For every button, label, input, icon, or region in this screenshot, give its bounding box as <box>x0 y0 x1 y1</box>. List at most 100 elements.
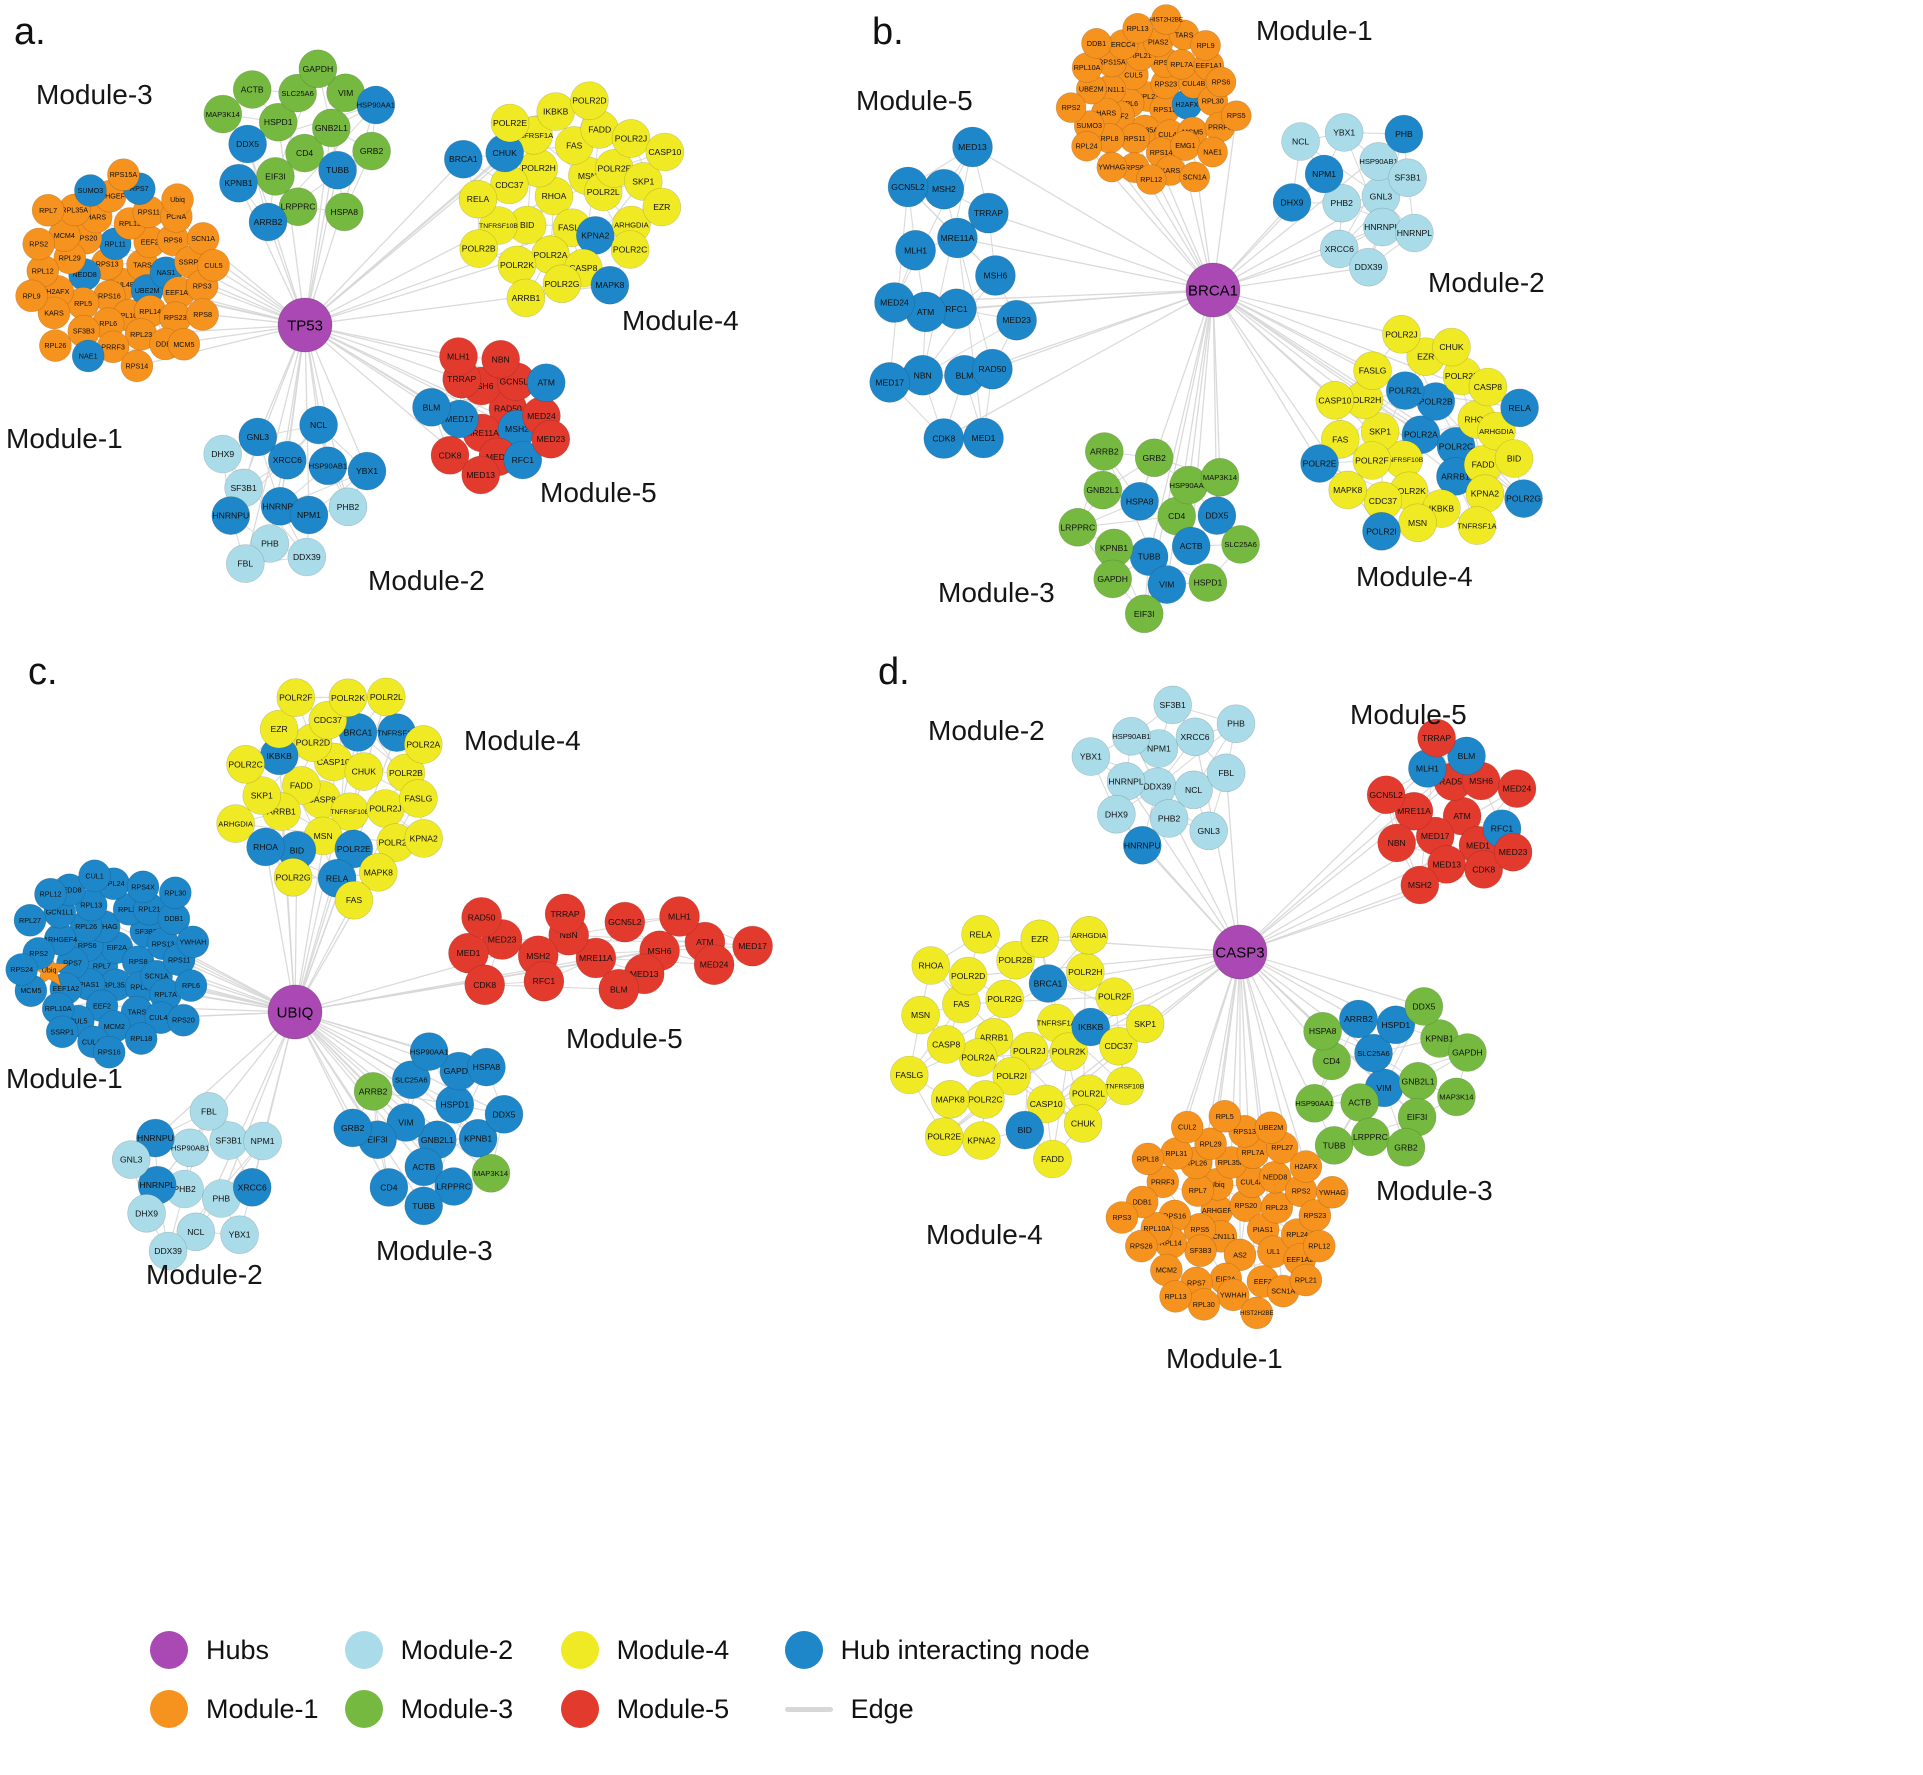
node-label: ARHGEF <box>95 192 126 201</box>
node-label: LRPPRC <box>281 202 316 212</box>
network-node <box>1058 507 1098 547</box>
network-node <box>186 298 219 331</box>
node-label: POLR2E <box>337 844 371 854</box>
node-label: POLR2F <box>597 163 630 173</box>
network-node <box>324 192 364 232</box>
node-label: RPS2 <box>1292 1187 1311 1196</box>
network-node <box>610 230 650 269</box>
node-label: RPS3 <box>1113 1213 1132 1222</box>
node-label: CASP10 <box>317 757 350 767</box>
network-node <box>590 265 630 305</box>
legend-label: Module-5 <box>616 1693 730 1724</box>
node-label: NPM1 <box>1147 744 1171 754</box>
node-label: RELA <box>1508 403 1531 413</box>
network-node <box>1105 1066 1145 1106</box>
node-label: SKP1 <box>1134 1019 1156 1029</box>
node-label: PRRF3 <box>101 342 125 351</box>
module-label: Module-2 <box>1428 267 1545 298</box>
node-label: RPL29 <box>59 254 81 263</box>
network-node <box>1171 526 1211 566</box>
module-label: Module-4 <box>926 1219 1043 1250</box>
node-label: RPL10A <box>1143 1224 1170 1233</box>
node-label: RPL26 <box>44 341 66 350</box>
node-label: VIM <box>1376 1083 1391 1093</box>
node-label: YWHAG <box>1319 1188 1347 1197</box>
network-node <box>887 166 929 208</box>
node-label: H2AFX <box>1175 100 1198 109</box>
network-node <box>458 1119 498 1158</box>
node-label: RPL5 <box>1216 1112 1234 1121</box>
node-label: UBE2M <box>1259 1123 1284 1132</box>
node-label: KPNA2 <box>967 1136 995 1146</box>
network-node <box>1385 371 1425 410</box>
network-node <box>1404 987 1444 1026</box>
node-label: NAE1 <box>1203 148 1222 157</box>
node-label: RELA <box>467 194 490 204</box>
network-node <box>1123 825 1162 865</box>
node-label: RPL11 <box>104 239 125 248</box>
node-label: NCL <box>310 420 327 430</box>
node-label: EEF1A1 <box>165 288 192 297</box>
network-node <box>490 103 530 143</box>
node-label: YWHAH <box>1220 1290 1247 1299</box>
node-label: ARRB1 <box>1441 471 1470 481</box>
network-node <box>1097 794 1136 834</box>
network-node <box>1200 457 1240 497</box>
node-label: NBN <box>1388 838 1406 848</box>
hub-label: BRCA1 <box>1188 282 1238 299</box>
node-label: RPL14 <box>1160 1238 1182 1247</box>
node-label: XRCC6 <box>1325 244 1354 254</box>
node-label: RPS2 <box>29 949 48 958</box>
node-label: NBN <box>560 930 578 940</box>
hub-edge <box>1225 772 1241 953</box>
node-label: SSRP1 <box>179 258 203 267</box>
node-label: TUBB <box>412 1201 435 1211</box>
node-label: PHB <box>1227 719 1245 729</box>
module-5-color-swatch <box>560 1690 599 1728</box>
network-node <box>334 880 374 920</box>
node-label: ARHGEF4 <box>43 935 77 944</box>
node-label: EEF2 <box>93 1001 111 1010</box>
node-label: RPS13 <box>1153 105 1176 114</box>
node-label: GNB2L1 <box>421 1135 454 1145</box>
node-label: CUL5 <box>1124 70 1142 79</box>
node-label: HNRNPU <box>1364 222 1401 232</box>
node-label: KPNB1 <box>1425 1034 1453 1044</box>
node-label: EEF1A1 <box>1196 61 1223 70</box>
node-label: YBX1 <box>1080 752 1102 762</box>
network-node <box>1437 1077 1476 1117</box>
node-label: CUL4A <box>149 1013 172 1022</box>
node-label: CDK8 <box>439 450 462 460</box>
node-label: EEF1A2 <box>52 984 79 993</box>
node-label: MED13 <box>958 142 987 152</box>
node-label: POLR2G <box>545 279 580 289</box>
node-label: MSH2 <box>526 951 550 961</box>
network-node <box>353 1072 393 1111</box>
node-label: UBE2M <box>1079 85 1104 94</box>
node-label: POLR2G <box>276 872 311 882</box>
network-node <box>78 859 111 893</box>
network-node <box>1366 775 1406 815</box>
hub-edge <box>1188 289 1214 486</box>
network-node <box>1382 314 1421 354</box>
node-label: RFC1 <box>1491 824 1514 834</box>
node-label: MAP3K14 <box>206 110 240 119</box>
node-label: HNRNPL <box>263 501 299 511</box>
network-node <box>1093 559 1132 599</box>
node-label: ACTB <box>241 85 264 95</box>
network-node <box>874 282 915 323</box>
node-label: RPL7A <box>1242 1148 1265 1157</box>
node-label: EEF2 <box>1254 1277 1272 1286</box>
node-label: RPS7 <box>63 958 82 967</box>
network-node <box>1112 716 1151 756</box>
hub-edge <box>957 237 1214 291</box>
network-node <box>161 183 194 216</box>
node-label: POLR2H <box>522 163 556 173</box>
legend-column: Module-4 Module-5 <box>560 1628 759 1731</box>
node-label: POLR2J <box>615 133 647 143</box>
node-label: MSH6 <box>983 271 1007 281</box>
network-node <box>439 337 478 376</box>
network-node <box>1081 27 1112 59</box>
node-label: RPS4X <box>131 882 155 891</box>
node-label: POLR2F <box>1355 456 1388 466</box>
